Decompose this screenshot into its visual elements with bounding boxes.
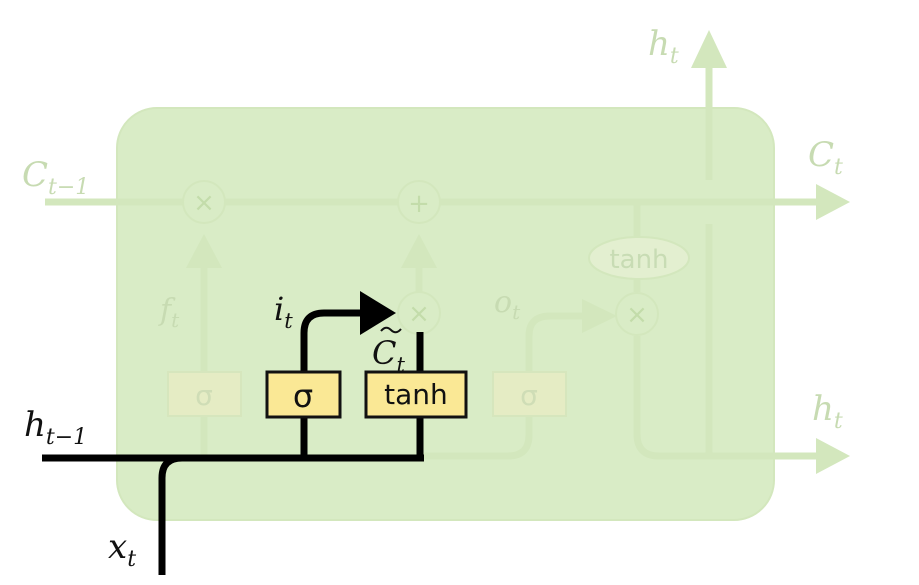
svg-text:ht: ht	[648, 24, 679, 69]
cell-tanh-node: tanh	[588, 236, 690, 280]
add-input-arrowhead	[401, 234, 437, 268]
svg-text:σ: σ	[195, 379, 213, 412]
input-gate-box: σ	[265, 370, 342, 419]
svg-text:ht−1: ht−1	[24, 405, 87, 450]
input-gate-line	[300, 309, 363, 458]
tilde-mark	[380, 326, 402, 334]
svg-text:×: ×	[626, 300, 648, 330]
output-multiply-icon: ×	[615, 292, 659, 336]
forget-arrowhead	[186, 234, 222, 268]
forget-multiply-icon: ×	[182, 180, 226, 224]
x-input-line	[158, 454, 183, 575]
label-c-tilde: Ct	[372, 326, 405, 377]
svg-text:ot: ot	[494, 285, 521, 324]
hidden-output-arrowhead	[816, 438, 850, 474]
svg-text:×: ×	[408, 299, 430, 329]
svg-text:×: ×	[193, 188, 215, 218]
label-h-out: ht	[812, 389, 843, 434]
forget-gate-box: σ	[167, 371, 242, 417]
input-multiply-icon: ×	[397, 291, 441, 335]
output-gate-box: σ	[492, 371, 567, 417]
cell-add-icon: +	[397, 180, 441, 224]
candidate-tanh-box: tanh	[364, 370, 468, 419]
hidden-output-path	[633, 336, 817, 460]
svg-text:σ: σ	[520, 379, 538, 412]
svg-text:Ct−1: Ct−1	[22, 155, 89, 200]
svg-text:ht: ht	[812, 389, 843, 434]
label-x-t: xt	[108, 527, 136, 572]
svg-text:tanh: tanh	[609, 245, 668, 275]
svg-text:σ: σ	[293, 377, 313, 415]
label-c-prev: Ct−1	[22, 155, 89, 200]
label-c-t: Ct	[808, 135, 843, 180]
label-o-t: ot	[494, 285, 521, 324]
svg-text:tanh: tanh	[384, 378, 448, 411]
svg-text:+: +	[408, 189, 430, 219]
input-gate-arrowhead	[360, 291, 396, 335]
svg-text:Ct: Ct	[808, 135, 843, 180]
output-gate-arrowhead	[582, 299, 617, 333]
label-h-prev: ht−1	[24, 405, 87, 450]
hidden-top-arrowhead	[691, 30, 727, 68]
label-i-t: it	[274, 290, 293, 333]
svg-text:xt: xt	[108, 527, 136, 572]
cell-state-arrowhead	[816, 184, 850, 220]
svg-text:it: it	[274, 290, 293, 333]
label-h-top: ht	[648, 24, 679, 69]
svg-text:Ct: Ct	[372, 334, 405, 377]
